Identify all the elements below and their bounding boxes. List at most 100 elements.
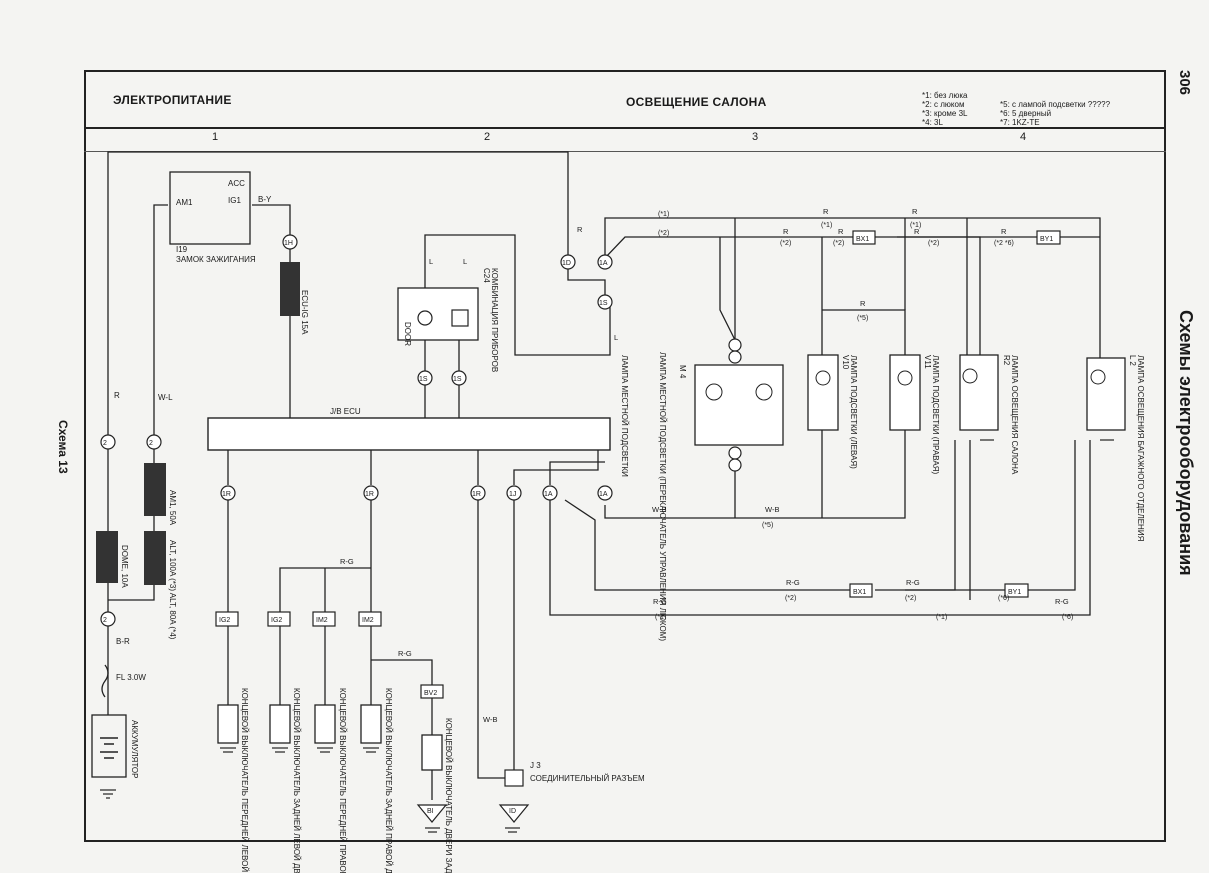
column-number-3: 3 (752, 131, 759, 143)
dome-fuse (96, 531, 118, 583)
svg-text:R: R (823, 207, 829, 216)
alt-fuse (144, 531, 166, 585)
wire-label-b-y: B-Y (258, 195, 272, 204)
svg-text:R-G: R-G (906, 578, 920, 587)
v10-name: ЛАМПА ПОДСВЕТКИ (ЛЕВАЯ) (849, 355, 858, 469)
svg-text:L: L (614, 333, 618, 342)
svg-text:R-G: R-G (653, 597, 667, 606)
ground-bi (416, 804, 448, 823)
conn-label-1s-a: 1S (419, 376, 428, 383)
svg-text:(*1): (*1) (658, 211, 669, 218)
cluster-door-lamp (417, 310, 433, 326)
ignition-name: ЗАМОК ЗАЖИГАНИЯ (176, 255, 256, 264)
svg-text:(*2): (*2) (833, 240, 844, 247)
conn-label-1d: 1D (562, 260, 571, 267)
rc-label-bx1-bottom: BX1 (853, 589, 866, 596)
ecu-fuse (280, 262, 300, 316)
cluster-unit (451, 309, 469, 327)
note-7: *7: 1KZ-TE (1000, 118, 1040, 127)
page-number: 306 (1176, 70, 1193, 96)
column-number-4: 4 (1020, 131, 1027, 143)
d13-label: КОНЦЕВОЙ ВЫКЛЮЧАТЕЛЬ ПЕРЕДНЕЙ ПРАВОЙ ДВЕ… (338, 688, 347, 873)
battery-label: АККУМУЛЯТОР (130, 720, 139, 778)
ground-id-label: ID (509, 808, 516, 815)
svg-text:(*5): (*5) (857, 315, 868, 322)
r2-lamp-box (959, 354, 999, 431)
svg-text:(*1): (*1) (936, 614, 947, 621)
ignition-switch-box (169, 171, 251, 245)
svg-text:L: L (429, 257, 433, 266)
rc-label-ig2-a: IG2 (219, 617, 230, 624)
header-center-title: ОСВЕЩЕНИЕ САЛОНА (626, 95, 767, 109)
note-5: *5: с лампой подсветки ????? (1000, 100, 1111, 109)
v11-lamp-box (889, 354, 921, 431)
d12-label: КОНЦЕВОЙ ВЫКЛЮЧАТЕЛЬ ПЕРЕДНЕЙ ЛЕВОЙ ДВЕР… (240, 688, 249, 873)
svg-text:(*2): (*2) (658, 230, 669, 237)
v10-lamp-box (807, 354, 839, 431)
d15-label: КОНЦЕВОЙ ВЫКЛЮЧАТЕЛЬ ЗАДНЕЙ ПРАВОЙ ДВЕРИ (384, 688, 393, 873)
svg-text:(*6): (*6) (1062, 614, 1073, 621)
note-2: *2: с люком (922, 100, 965, 109)
am1-fuse (144, 463, 166, 516)
conn-label-1j: 1J (509, 491, 516, 498)
variant-notes-left: *1: без люка *2: с люком *3: кроме 3L *4… (922, 91, 967, 127)
cluster-name: КОМБИНАЦИЯ ПРИБОРОВ (490, 268, 499, 372)
note-3: *3: кроме 3L (922, 109, 968, 118)
conn-label-2b: 2 (149, 440, 153, 447)
conn-label-1r-b: 1R (365, 491, 374, 498)
column-number-2: 2 (484, 131, 491, 143)
j3-name: СОЕДИНИТЕЛЬНЫЙ РАЗЪЕМ (530, 774, 645, 783)
svg-text:R: R (838, 227, 844, 236)
ecu-fuse-label: ECU-IG 15A (300, 290, 309, 335)
svg-text:R-G: R-G (340, 557, 354, 566)
ground-id (498, 804, 530, 823)
rc-label-by1-bottom: BY1 (1008, 589, 1021, 596)
conn-label-1r-c: 1R (472, 491, 481, 498)
column-divider (84, 151, 1166, 152)
d14-label: КОНЦЕВОЙ ВЫКЛЮЧАТЕЛЬ ЗАДНЕЙ ЛЕВОЙ ДВЕРИ (292, 688, 301, 873)
rc-label-im2-b: IM2 (362, 617, 374, 624)
m4-name: ЛАМПА МЕСТНОЙ ПОДСВЕТКИ (ПЕРЕКЛЮЧАТЕЛЬ У… (658, 352, 667, 641)
wire-color-labels: R-G R-G W-B W-B W-B R-G R-G R-G R-G R R … (340, 207, 1069, 724)
rc-label-bv2: BV2 (424, 690, 437, 697)
battery-box (91, 714, 127, 778)
m4-bulb-right (755, 383, 773, 401)
fl-label: FL 3.0W (116, 673, 146, 682)
rc-label-by1-top: BY1 (1040, 236, 1053, 243)
v11-name: ЛАМПА ПОДСВЕТКИ (ПРАВАЯ) (931, 355, 940, 474)
note-4: *4: 3L (922, 118, 943, 127)
wire-label-b-r: B-R (116, 637, 130, 646)
j3-box (504, 769, 524, 787)
l2-name: ЛАМПА ОСВЕЩЕНИЯ БАГАЖНОГО ОТДЕЛЕНИЯ (1136, 355, 1145, 542)
l2-lamp-box (1086, 357, 1126, 431)
header-divider (84, 127, 1166, 129)
svg-text:(*5): (*5) (762, 522, 773, 529)
svg-text:(*1): (*1) (821, 222, 832, 229)
ground-bi-label: BI (427, 808, 434, 815)
conn-label-1s-b: 1S (453, 376, 462, 383)
rc-label-ig2-b: IG2 (271, 617, 282, 624)
fusible-link (101, 664, 109, 698)
svg-text:W-B: W-B (652, 505, 666, 514)
svg-text:(*2): (*2) (928, 240, 939, 247)
ignition-pin-am1: AM1 (176, 198, 193, 207)
wire-label-r: R (114, 391, 120, 400)
svg-text:L: L (463, 257, 467, 266)
variant-marks: (*1) (*2) (*1) (*2) (*2) (*1) (*2) (*2 *… (655, 211, 1073, 621)
cluster-door-label: DOOR (403, 322, 412, 346)
svg-text:R-G: R-G (398, 649, 412, 658)
svg-text:R: R (1001, 227, 1007, 236)
conn-label-1a-a: 1A (544, 491, 553, 498)
cluster-id: C24 (482, 268, 491, 283)
alt-fuse-label: ALT, 100A (*3) ALT, 80A (*4) (168, 540, 177, 640)
svg-text:(*2): (*2) (905, 595, 916, 602)
svg-text:(*6): (*6) (998, 595, 1009, 602)
rc-label-bx1-top: BX1 (856, 236, 869, 243)
note-6: *6: 5 дверный (1000, 109, 1052, 118)
jb-ecu-label: J/B ECU (330, 407, 361, 416)
connector-circles (100, 234, 742, 627)
svg-text:(*2): (*2) (785, 595, 796, 602)
j3-id: J 3 (530, 761, 541, 770)
